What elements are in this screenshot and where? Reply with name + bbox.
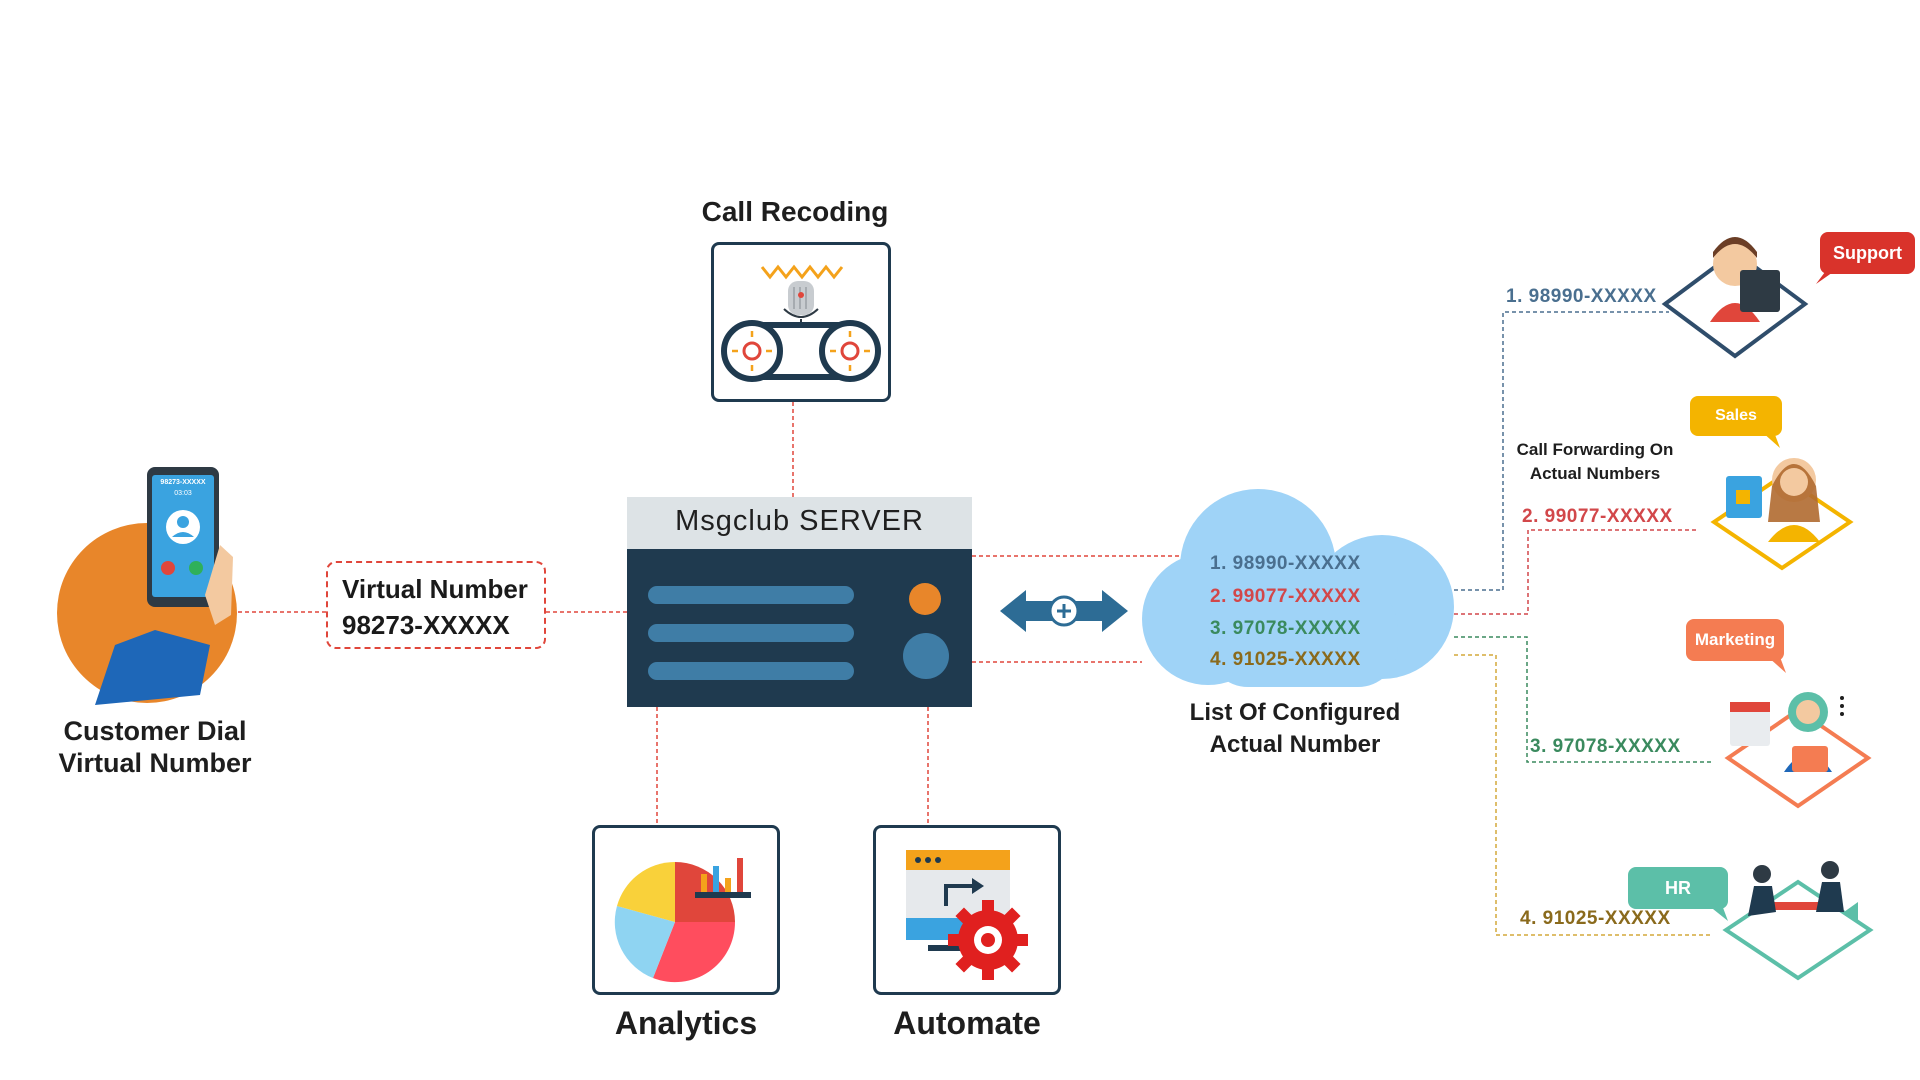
tape-reel-icon <box>721 320 881 382</box>
marketing-number: 3. 97078-XXXXX <box>1530 736 1681 757</box>
call-timer: 03:03 <box>174 490 192 497</box>
forwarding-label: Call Forwarding On Actual Numbers <box>1498 438 1692 486</box>
server-status-light <box>909 583 941 615</box>
connector-sales <box>1454 529 1698 615</box>
cloud-number-1: 1. 98990-XXXXX <box>1210 553 1361 574</box>
agent-headset-icon <box>1726 458 1820 542</box>
server-title: Msgclub SERVER <box>675 505 924 537</box>
marketing-agent-illustration <box>1724 692 1872 809</box>
virtual-number-box: Virtual Number 98273-XXXXX <box>326 561 546 649</box>
hand-icon <box>205 545 233 625</box>
monitor-icon <box>906 850 1028 980</box>
bar-chart-icon <box>695 858 751 898</box>
marketing-bubble-text: Marketing <box>1694 630 1776 649</box>
cloud-icon <box>1142 489 1454 687</box>
marketing-bubble: Marketing <box>1686 619 1784 661</box>
virtual-number-title: Virtual Number <box>342 574 528 604</box>
server-slot <box>648 624 854 642</box>
customer-label-line2: Virtual Number <box>58 748 252 778</box>
forwarding-label-line1: Call Forwarding On <box>1516 440 1674 459</box>
cloud-caption: List Of Configured Actual Number <box>1160 697 1430 761</box>
support-number: 1. 98990-XXXXX <box>1506 286 1657 307</box>
automate-box <box>873 825 1061 995</box>
customer-phone-illustration: 98273-XXXXX 03:03 <box>55 465 240 705</box>
sales-bubble-text: Sales <box>1715 407 1757 424</box>
call-recording-box <box>711 242 891 402</box>
double-arrow-icon <box>1000 590 1128 632</box>
call-recording-label: Call Recoding <box>701 196 889 227</box>
automate-label: Automate <box>893 1005 1041 1041</box>
cloud-caption-line1: List Of Configured <box>1189 699 1401 726</box>
hr-bubble: HR <box>1628 867 1728 909</box>
cloud-number-3: 3. 97078-XXXXX <box>1210 618 1361 639</box>
customer-label: Customer Dial Virtual Number <box>40 715 270 779</box>
phone-icon <box>57 467 237 705</box>
agent-headset-icon <box>1730 692 1844 772</box>
sales-number: 2. 99077-XXXXX <box>1522 506 1673 527</box>
support-agent-illustration <box>1661 237 1809 359</box>
server-header <box>627 497 972 549</box>
support-bubble: Support <box>1820 232 1915 274</box>
cloud-number-4: 4. 91025-XXXXX <box>1210 649 1361 670</box>
hr-bubble-text: HR <box>1665 878 1691 898</box>
server-power-button <box>903 633 949 679</box>
customer-label-line1: Customer Dial <box>63 716 247 746</box>
dialed-number: 98273-XXXXX <box>160 479 206 486</box>
meeting-icon <box>1748 861 1858 922</box>
sales-agent-illustration <box>1710 458 1854 571</box>
server-body <box>627 549 972 707</box>
server-slot <box>648 662 854 680</box>
cloud-number-2: 2. 99077-XXXXX <box>1210 586 1361 607</box>
microphone-icon <box>721 264 881 382</box>
cloud-caption-line2: Actual Number <box>1209 731 1381 758</box>
connector-hr <box>1454 654 1712 936</box>
hr-bubble-tail <box>1708 905 1728 921</box>
server-slot <box>648 586 854 604</box>
hr-number: 4. 91025-XXXXX <box>1520 908 1671 929</box>
virtual-number-value: 98273-XXXXX <box>342 610 510 640</box>
connector-marketing <box>1454 636 1712 763</box>
sales-bubble-tail <box>1762 432 1780 448</box>
hr-meeting-illustration <box>1722 861 1874 981</box>
support-bubble-text: Support <box>1833 243 1902 263</box>
sales-bubble: Sales <box>1690 396 1782 436</box>
marketing-bubble-tail <box>1768 657 1786 673</box>
analytics-label: Analytics <box>614 1005 758 1041</box>
gear-icon <box>948 900 1028 980</box>
forwarding-label-line2: Actual Numbers <box>1529 464 1661 483</box>
analytics-box <box>592 825 780 995</box>
agent-headset-icon <box>1710 237 1780 322</box>
pie-chart-icon <box>614 858 751 983</box>
connector-support <box>1454 311 1669 591</box>
support-bubble-tail <box>1816 268 1836 284</box>
